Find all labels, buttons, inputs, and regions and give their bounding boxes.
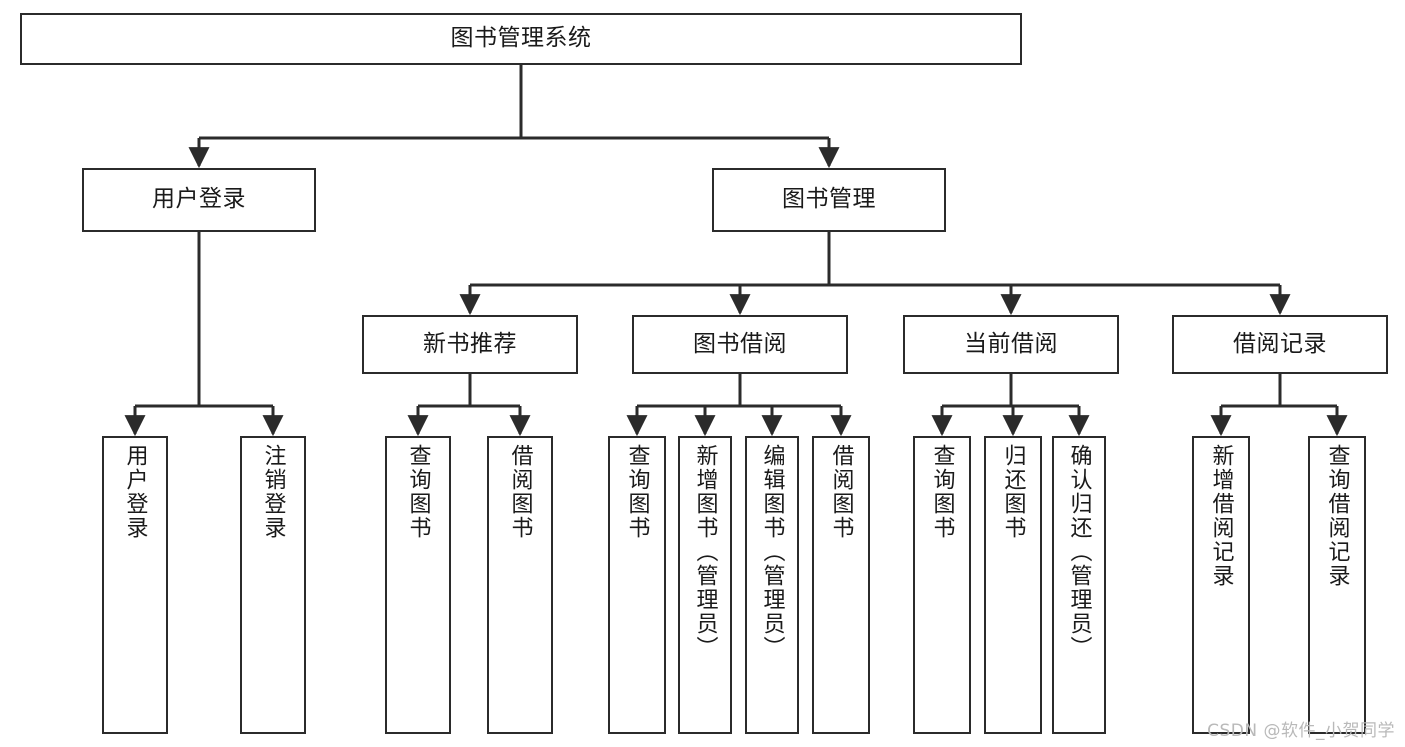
node-label: 当前借阅 <box>964 330 1058 357</box>
node-new-book-recommend[interactable]: 新书推荐 <box>362 315 578 374</box>
node-label: 查询图书 <box>405 444 431 540</box>
node-borrow-record[interactable]: 借阅记录 <box>1172 315 1388 374</box>
node-leaf-borrow-edit-book-admin[interactable]: 编辑图书（管理员） <box>745 436 799 734</box>
node-leaf-current-return-book[interactable]: 归还图书 <box>984 436 1042 734</box>
node-label: 新书推荐 <box>423 330 517 357</box>
node-label: 图书管理系统 <box>450 25 592 52</box>
node-book-manage[interactable]: 图书管理 <box>712 168 946 232</box>
node-label: 图书借阅 <box>693 330 787 357</box>
node-label: 编辑图书（管理员） <box>759 444 785 660</box>
node-book-borrow[interactable]: 图书借阅 <box>632 315 848 374</box>
node-leaf-user-logout[interactable]: 注销登录 <box>240 436 306 734</box>
node-leaf-borrow-add-book-admin[interactable]: 新增图书（管理员） <box>678 436 732 734</box>
node-label: 借阅记录 <box>1233 330 1327 357</box>
node-label: 用户登录 <box>122 444 148 540</box>
node-root[interactable]: 图书管理系统 <box>20 13 1022 65</box>
node-label: 查询借阅记录 <box>1324 444 1350 588</box>
node-label: 借阅图书 <box>507 444 533 540</box>
node-leaf-record-add-borrow-record[interactable]: 新增借阅记录 <box>1192 436 1250 734</box>
node-label: 确认归还（管理员） <box>1066 444 1092 660</box>
node-label: 归还图书 <box>1000 444 1026 540</box>
node-label: 查询图书 <box>929 444 955 540</box>
node-label: 新增图书（管理员） <box>692 444 718 660</box>
node-leaf-recommend-query-book[interactable]: 查询图书 <box>385 436 451 734</box>
node-label: 注销登录 <box>260 444 286 540</box>
node-label: 新增借阅记录 <box>1208 444 1234 588</box>
node-leaf-recommend-borrow-book[interactable]: 借阅图书 <box>487 436 553 734</box>
node-label: 查询图书 <box>624 444 650 540</box>
node-label: 借阅图书 <box>828 444 854 540</box>
node-leaf-borrow-query-book[interactable]: 查询图书 <box>608 436 666 734</box>
node-current-borrow[interactable]: 当前借阅 <box>903 315 1119 374</box>
node-leaf-user-login[interactable]: 用户登录 <box>102 436 168 734</box>
node-user-login[interactable]: 用户登录 <box>82 168 316 232</box>
node-label: 用户登录 <box>152 186 246 213</box>
node-leaf-record-query-borrow-record[interactable]: 查询借阅记录 <box>1308 436 1366 734</box>
node-leaf-current-confirm-return-admin[interactable]: 确认归还（管理员） <box>1052 436 1106 734</box>
node-leaf-current-query-book[interactable]: 查询图书 <box>913 436 971 734</box>
node-leaf-borrow-borrow-book[interactable]: 借阅图书 <box>812 436 870 734</box>
node-label: 图书管理 <box>782 186 876 213</box>
